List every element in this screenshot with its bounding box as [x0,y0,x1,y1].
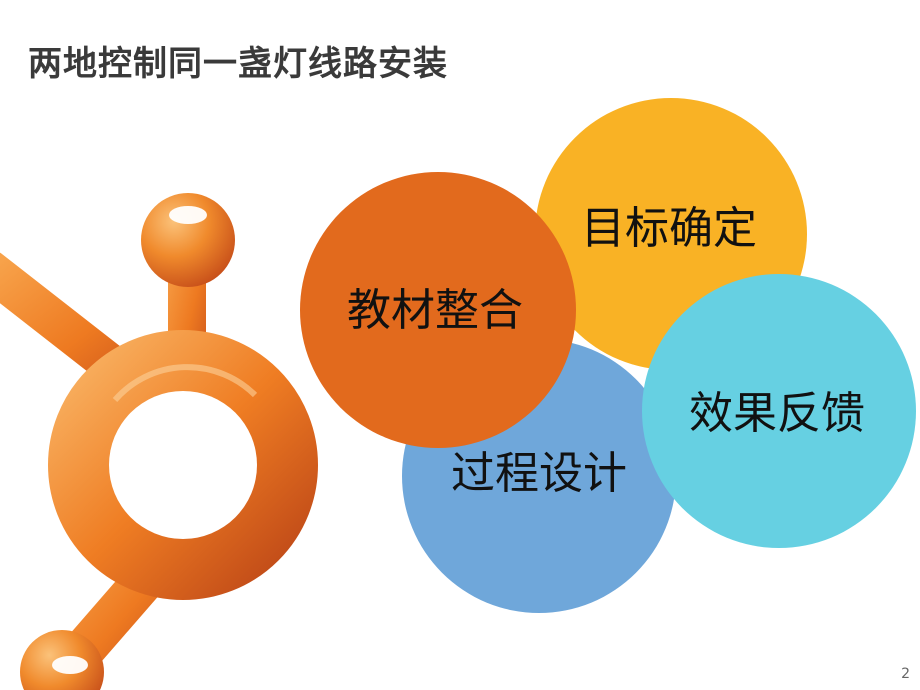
circle-material-label: 教材整合 [347,285,523,336]
circle-feedback-label: 效果反馈 [689,388,865,439]
circle-target-label: 目标确定 [581,203,757,254]
slide-title: 两地控制同一盏灯线路安装 [28,44,448,84]
circle-process-label: 过程设计 [451,448,627,499]
circle-material: 教材整合 [300,172,576,448]
circle-feedback: 效果反馈 [642,274,916,548]
page-number: 2 [901,666,910,682]
